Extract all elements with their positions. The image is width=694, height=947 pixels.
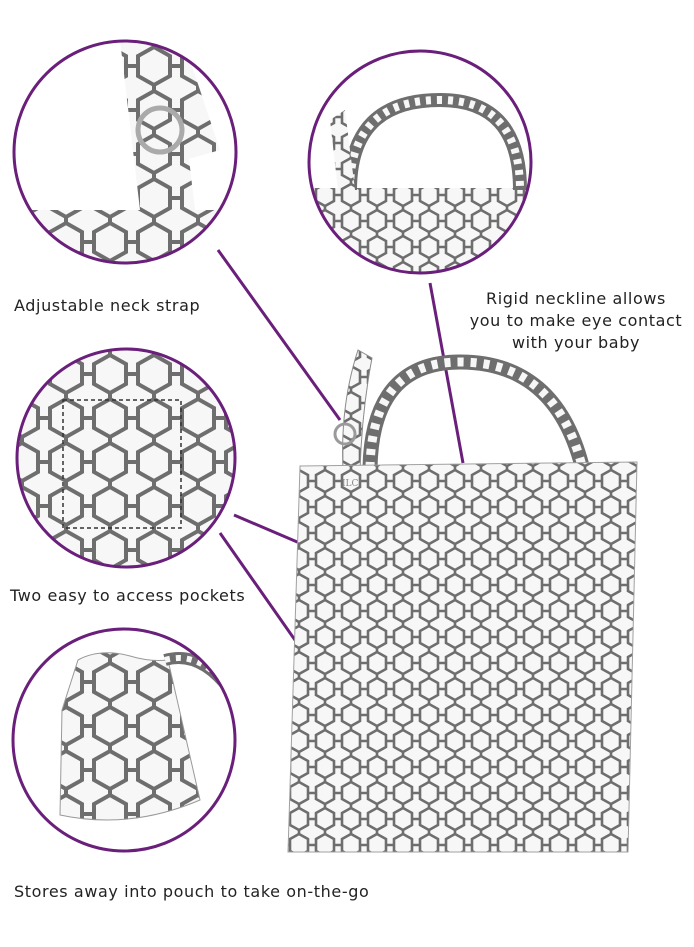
caption-pouch: Stores away into pouch to take on-the-go <box>14 882 370 901</box>
connector-neck-strap <box>216 249 342 421</box>
nursing-cover: ILC <box>287 349 638 853</box>
caption-neckline-line1: Rigid neckline allows <box>486 289 666 308</box>
neckline-closeup <box>307 49 533 275</box>
caption-pockets: Two easy to access pockets <box>10 586 246 605</box>
connector-neckline <box>428 282 465 464</box>
cover-fabric <box>287 461 638 853</box>
pocket-closeup <box>15 347 237 569</box>
cover-strap <box>362 354 590 469</box>
neck-strap-closeup <box>12 39 238 265</box>
d-ring-closeup-icon <box>135 105 185 155</box>
pouch-closeup <box>11 627 237 853</box>
caption-neck-strap: Adjustable neck strap <box>14 296 201 315</box>
d-ring-icon <box>333 422 357 446</box>
caption-neckline: Rigid neckline allows you to make eye co… <box>462 288 690 354</box>
brand-mark: ILC <box>342 479 359 489</box>
caption-neckline-line2: you to make eye contact <box>469 311 683 330</box>
cover-strap-tail <box>342 349 373 471</box>
caption-neckline-line3: with your baby <box>511 333 641 352</box>
pocket-outline <box>62 399 182 529</box>
